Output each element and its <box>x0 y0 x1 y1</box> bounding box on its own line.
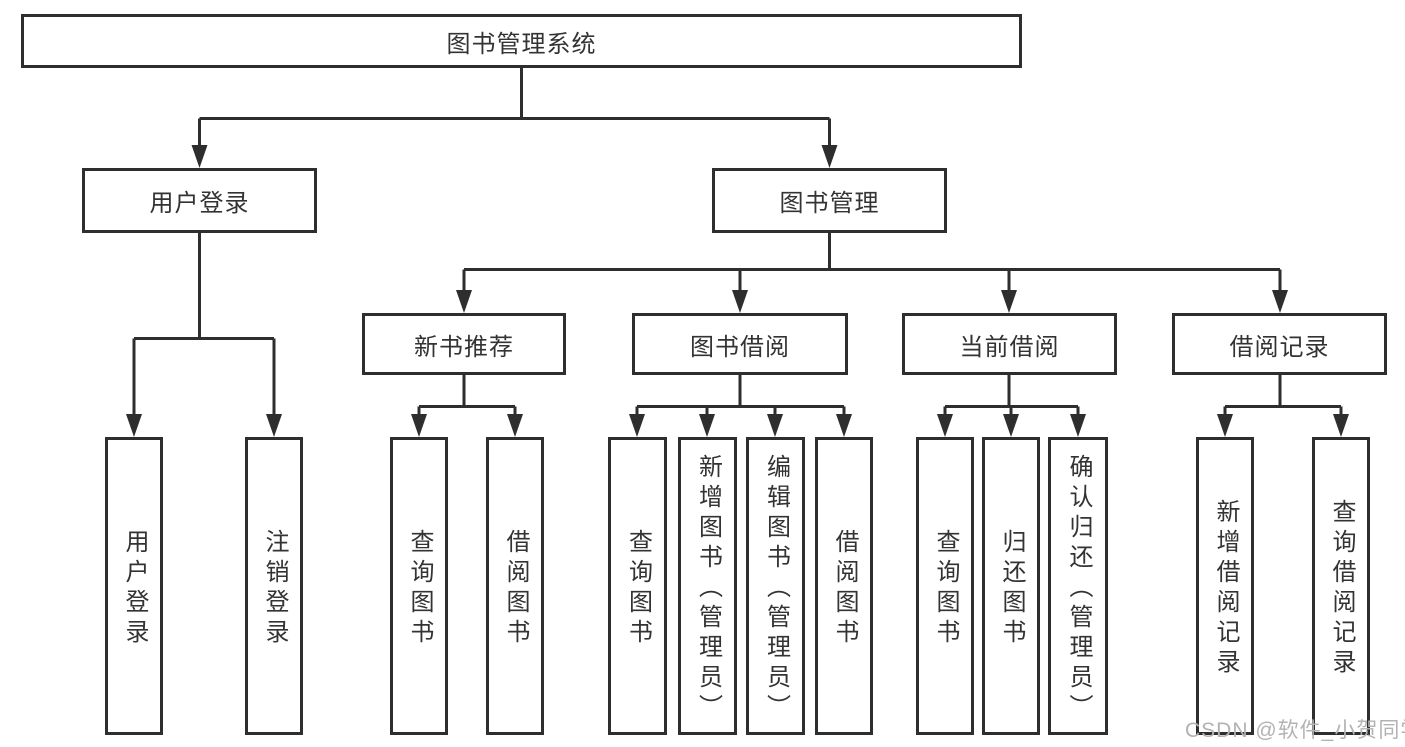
node-book-management: 图书管理 <box>712 168 947 233</box>
node-borrowing-records: 借阅记录 <box>1172 313 1387 375</box>
node-leaf-query-books-1: 查询图书 <box>390 437 448 735</box>
node-leaf-query-books-2: 查询图书 <box>608 437 667 735</box>
arrowhead-icons <box>126 145 1349 437</box>
node-leaf-add-books-admin: 新增图书（管理员） <box>678 437 737 735</box>
node-root-system: 图书管理系统 <box>21 14 1022 68</box>
node-leaf-borrow-books-2: 借阅图书 <box>815 437 873 735</box>
node-user-login: 用户登录 <box>82 168 317 233</box>
node-leaf-query-borrow-record: 查询借阅记录 <box>1312 437 1370 735</box>
node-current-borrowing: 当前借阅 <box>902 313 1117 375</box>
node-leaf-add-borrow-record: 新增借阅记录 <box>1196 437 1254 735</box>
node-leaf-edit-books-admin: 编辑图书（管理员） <box>746 437 805 735</box>
node-leaf-logout: 注销登录 <box>245 437 303 735</box>
node-book-borrowing: 图书借阅 <box>632 313 848 375</box>
node-leaf-user-login: 用户登录 <box>105 437 163 735</box>
node-new-book-recommend: 新书推荐 <box>362 313 566 375</box>
node-leaf-borrow-books-1: 借阅图书 <box>486 437 544 735</box>
csdn-watermark: CSDN @软件_小贺同学 <box>1185 719 1405 742</box>
node-leaf-return-books: 归还图书 <box>982 437 1040 735</box>
node-leaf-confirm-return-admin: 确认归还（管理员） <box>1048 437 1108 735</box>
node-leaf-query-books-3: 查询图书 <box>916 437 974 735</box>
